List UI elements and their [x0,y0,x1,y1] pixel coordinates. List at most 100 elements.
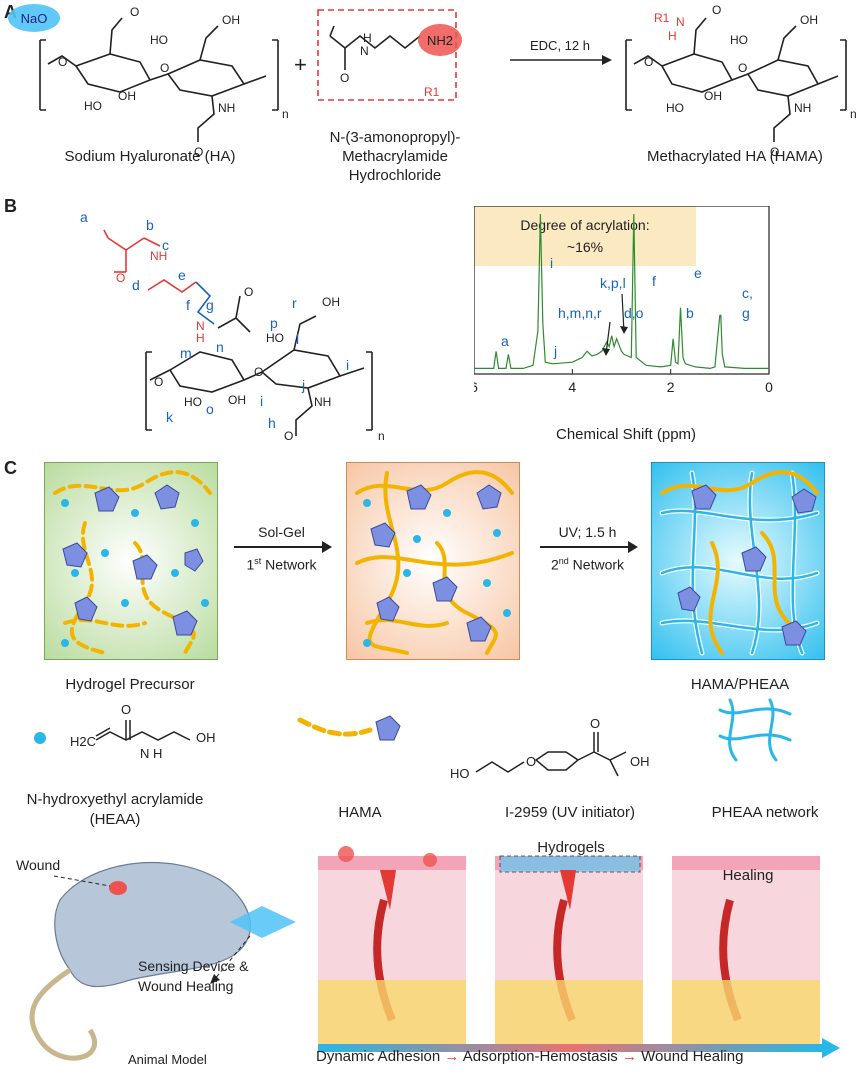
svg-text:N H: N H [140,746,162,761]
labeled-structure: O NH N H O O HO OH O HO OH NH O n a b c … [80,209,385,450]
svg-text:O: O [738,61,747,75]
skin-panel-1 [318,846,466,1046]
hama-caption: Methacrylated HA (HAMA) [647,148,823,165]
wound-label: Wound [16,857,60,873]
svg-text:O: O [116,271,125,285]
svg-text:O: O [160,61,169,75]
svg-text:n: n [378,429,385,443]
acrylation-highlight-box [474,206,696,266]
svg-text:O: O [154,375,163,389]
svg-text:O: O [284,429,293,443]
nmr-series [474,213,769,370]
svg-text:a: a [80,209,88,225]
svg-text:HO: HO [730,33,748,47]
svg-text:b: b [300,449,308,450]
nh2-label: NH2 [427,33,453,48]
heaa-caption: N-hydroxyethyl acrylamide (HEAA) [26,791,204,828]
uv-label: UV; 1.5 h [558,524,617,540]
panel-letter-b: B [4,196,17,216]
nao-highlight [8,4,60,32]
second-network-label: 2nd Network [550,556,625,573]
nmr-series-line-0 [474,213,769,370]
process-flow-bar [318,1044,823,1052]
hama-r1-label: R1 [654,11,670,25]
mouse-tail-icon [29,967,98,1061]
healing-label: Healing [723,867,774,884]
svg-text:NH: NH [218,101,235,115]
svg-text:H: H [668,29,677,43]
svg-text:n: n [850,107,857,121]
svg-text:e: e [178,267,186,283]
reaction-condition: EDC, 12 h [530,38,590,53]
svg-text:OH: OH [704,89,722,103]
reaction-scheme: O HO OH O HO OH O NH O n NaO + H N O NH2… [8,3,857,159]
svg-text:OH: OH [196,730,216,745]
svg-text:b: b [146,217,154,233]
svg-text:i: i [346,357,349,373]
precursor-caption: Hydrogel Precursor [65,676,195,693]
svg-text:i: i [260,393,263,409]
uv-arrow [540,546,635,548]
svg-text:o: o [206,401,214,417]
uv-arrowhead [628,541,638,553]
svg-text:HO: HO [84,99,102,113]
second-network-box [651,462,825,660]
svg-text:HO: HO [266,331,284,345]
hydrogel-precursor-box [44,462,218,660]
first-network-label: 1st Network [246,556,317,573]
sol-gel-arrowhead [322,541,332,553]
svg-text:H2C: H2C [70,734,96,749]
svg-text:O: O [590,716,600,731]
svg-text:O: O [194,145,203,159]
ha-caption: Sodium Hyaluronate (HA) [64,148,236,165]
peak-label-e: e [694,265,702,281]
svg-text:O: O [121,702,131,717]
svg-text:N: N [196,319,205,333]
panel-letter-c: C [4,458,17,478]
svg-text:O: O [644,55,653,69]
peak-label-do: d,o [624,305,644,321]
peak-label-b: b [686,305,694,321]
svg-text:HO: HO [666,101,684,115]
svg-text:O: O [244,285,253,299]
svg-text:f: f [186,297,190,313]
r1-dashed-box [317,9,457,101]
svg-text:OH: OH [222,13,240,27]
peak-label-g: g [742,305,750,321]
wound-spot [109,881,127,895]
i2959-structure [475,732,627,777]
nmr-chart: Degree of acrylation: ~16% 6420 a i j h,… [474,206,773,395]
heaa-droplet-icon [34,732,46,744]
hydrogels-label: Hydrogels [537,840,605,856]
svg-text:O: O [58,55,67,69]
acrylation-label-line1: Degree of acrylation: [520,217,649,233]
nh2-highlight [418,24,462,56]
peak-label-hmnr: h,m,n,r [558,305,602,321]
pheaa-caption: PHEAA network [711,804,819,821]
svg-text:H: H [196,331,205,345]
svg-text:j: j [301,377,305,393]
svg-text:d: d [132,277,140,293]
svg-text:O: O [770,145,779,159]
amine-caption: N-(3-amonopropyl)- Methacrylamide Hydroc… [329,129,461,184]
plot-frame [474,206,770,375]
peak-label-f: f [652,273,656,289]
svg-text:n: n [216,339,224,355]
svg-text:OH: OH [322,295,340,309]
acrylation-label-line2: ~16% [567,239,603,255]
svg-text:OH: OH [630,754,650,769]
skin-panel-2 [495,855,643,1046]
peak-arrow-2 [621,293,625,333]
x-tick-label: 4 [568,379,576,395]
pheaa-network-icon [718,698,792,762]
svg-text:m: m [180,345,192,361]
svg-text:O: O [526,754,536,769]
wound-pointer [53,875,111,887]
svg-text:O: O [712,3,721,17]
amine-structure [329,25,421,70]
svg-text:n: n [282,107,289,121]
sensing-patch-icon [230,906,296,938]
x-tick-label: 2 [667,379,675,395]
nao-label: NaO [21,11,48,26]
x-tick-label: 0 [765,379,773,395]
